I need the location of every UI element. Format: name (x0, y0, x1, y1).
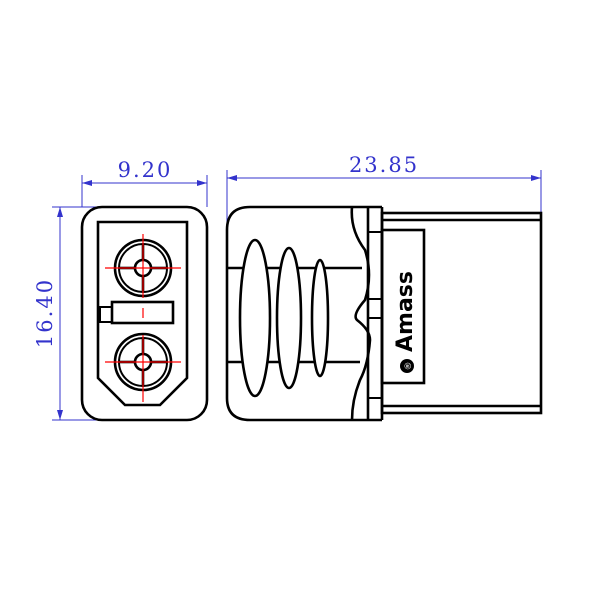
pin-socket-bottom (105, 332, 181, 402)
dimension-height: 16.40 (33, 206, 100, 421)
dimension-length-label: 23.85 (349, 153, 419, 177)
front-view (80, 205, 209, 422)
side-view: Amass ® (225, 205, 543, 422)
amass-logo: Amass (393, 271, 418, 352)
registered-mark: ® (404, 362, 414, 371)
dimension-width: 9.20 (81, 158, 208, 207)
logo-text: Amass (393, 271, 418, 352)
dimension-height-label: 16.40 (33, 278, 57, 348)
registered-mark-icon (400, 359, 414, 373)
dimension-width-label: 9.20 (118, 158, 173, 182)
pin-socket-top (105, 234, 181, 298)
